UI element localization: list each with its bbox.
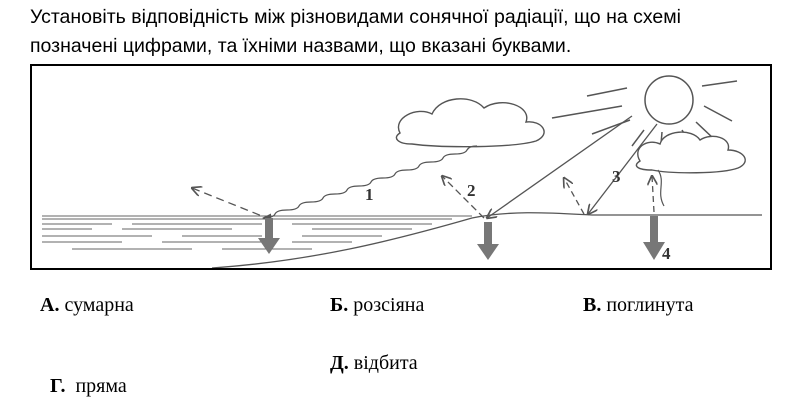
cloud-right [635,131,746,174]
option-letter: Д. [330,352,349,374]
question-line-2: позначені цифрами, та їхніми назвами, що… [30,35,572,57]
marker-4: 4 [662,244,671,263]
absorbed-arrow-water [258,218,280,254]
option-text: поглинута [601,294,694,316]
marker-1: 1 [365,185,374,204]
land-profile [211,212,762,268]
option-letter: Г. [50,375,66,397]
water-surface [42,215,472,250]
option-text: відбита [348,352,418,374]
direct-ray-land [588,123,658,214]
cloud-left [395,98,545,148]
absorbed-arrow-coast [477,222,499,260]
option-letter: В. [583,294,602,316]
option-a: А. сумарна [40,294,134,317]
absorbed-arrow-land [643,216,665,260]
question-line-1: Установіть відповідність між різновидами… [30,6,681,28]
option-text: пряма [65,375,127,397]
reflected-arrow-water [192,188,273,221]
option-v: В. поглинута [583,294,693,317]
option-b: Б. розсіяна [330,294,424,317]
option-text: сумарна [59,294,134,316]
marker-2: 2 [467,181,476,200]
option-letter: Б. [330,294,349,316]
option-text: розсіяна [348,294,425,316]
option-letter: А. [40,294,60,316]
radiation-diagram: 1 2 3 4 [30,64,772,270]
scatter-lines-under-cloud [657,169,665,207]
option-d: Д. відбита [330,352,418,375]
reflected-arrow-cloud [652,176,654,213]
wavy-radiation-arrow [262,145,478,223]
reflected-arrow-land [564,178,585,215]
reflected-arrow-coast [442,176,485,219]
question-text: Установіть відповідність між різновидами… [30,3,790,61]
direct-ray-coast [487,115,633,218]
marker-3: 3 [612,167,621,186]
option-h: Г. пряма [40,352,127,398]
